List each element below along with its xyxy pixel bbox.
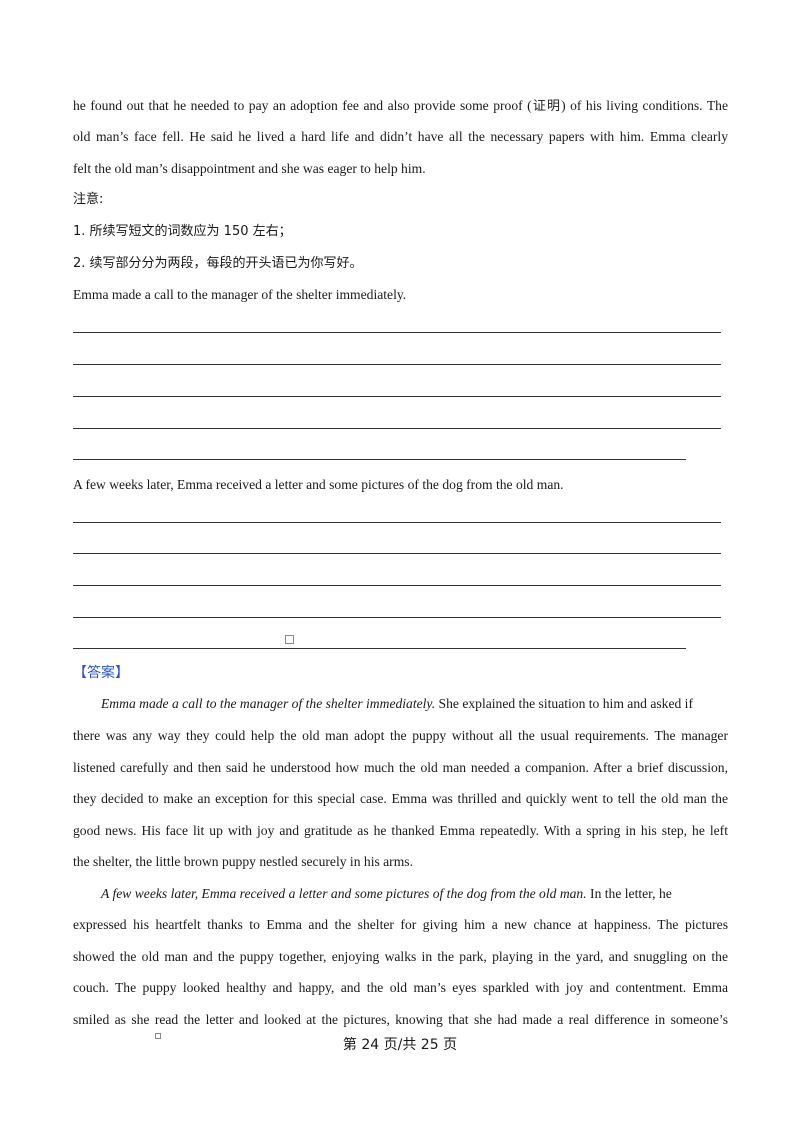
prompt-1: Emma made a call to the manager of the s… (73, 287, 407, 302)
answer-para-2-line-3: showed the old man and the puppy togethe… (73, 949, 728, 964)
small-box-mark (285, 635, 294, 644)
answer-para-2-line-5: smiled as she read the letter and looked… (73, 1012, 728, 1027)
answer-para-2-line-1: A few weeks later, Emma received a lette… (73, 884, 728, 904)
answer-para-1-line-1: Emma made a call to the manager of the s… (73, 694, 728, 714)
answer-para-1-line-2: there was any way they could help the ol… (73, 728, 728, 743)
answer-para-2-text: In the letter, he (586, 886, 672, 901)
answer-para-1-line-3: listened carefully and then said he unde… (73, 760, 728, 775)
writing-line (73, 522, 721, 523)
prompt-2: A few weeks later, Emma received a lette… (73, 477, 564, 492)
intro-line-1-post: ) of his living conditions. The (561, 98, 728, 113)
writing-line (73, 332, 721, 333)
writing-line (73, 553, 721, 554)
writing-line (73, 428, 721, 429)
intro-line-1-pre: he found out that he needed to pay an ad… (73, 98, 532, 113)
intro-line-3: felt the old man’s disappointment and sh… (73, 161, 426, 176)
writing-line (73, 364, 721, 365)
writing-line (73, 617, 721, 618)
answer-para-2-line-2: expressed his heartfelt thanks to Emma a… (73, 917, 728, 932)
answer-para-1-line-6: the shelter, the little brown puppy nest… (73, 854, 413, 869)
answer-para-1-line-4: they decided to make an exception for th… (73, 791, 728, 806)
notes-item-2: 2. 续写部分分为两段，每段的开头语已为你写好。 (73, 256, 363, 271)
intro-line-2: old man’s face fell. He said he lived a … (73, 129, 728, 144)
small-box-mark (155, 1033, 161, 1039)
writing-line (73, 459, 686, 460)
notes-heading: 注意: (73, 192, 104, 207)
answer-para-2-line-4: couch. The puppy looked healthy and happ… (73, 980, 728, 995)
answer-para-1-lead: Emma made a call to the manager of the s… (101, 696, 436, 711)
answer-para-2-lead: A few weeks later, Emma received a lette… (101, 886, 587, 901)
writing-line (73, 648, 686, 649)
writing-line (73, 396, 721, 397)
notes-item-1: 1. 所续写短文的词数应为 150 左右； (73, 224, 292, 239)
page-footer: 第 24 页/共 25 页 (0, 1034, 800, 1054)
writing-line (73, 585, 721, 586)
answer-para-1-text: She explained the situation to him and a… (435, 696, 693, 711)
answer-para-1-line-5: good news. His face lit up with joy and … (73, 823, 728, 838)
answer-label: 【答案】 (73, 665, 129, 681)
intro-line-1-cjk: 证明 (531, 99, 562, 114)
page-number: 第 24 页/共 25 页 (342, 1037, 458, 1053)
intro-line-1: he found out that he needed to pay an ad… (73, 96, 728, 116)
